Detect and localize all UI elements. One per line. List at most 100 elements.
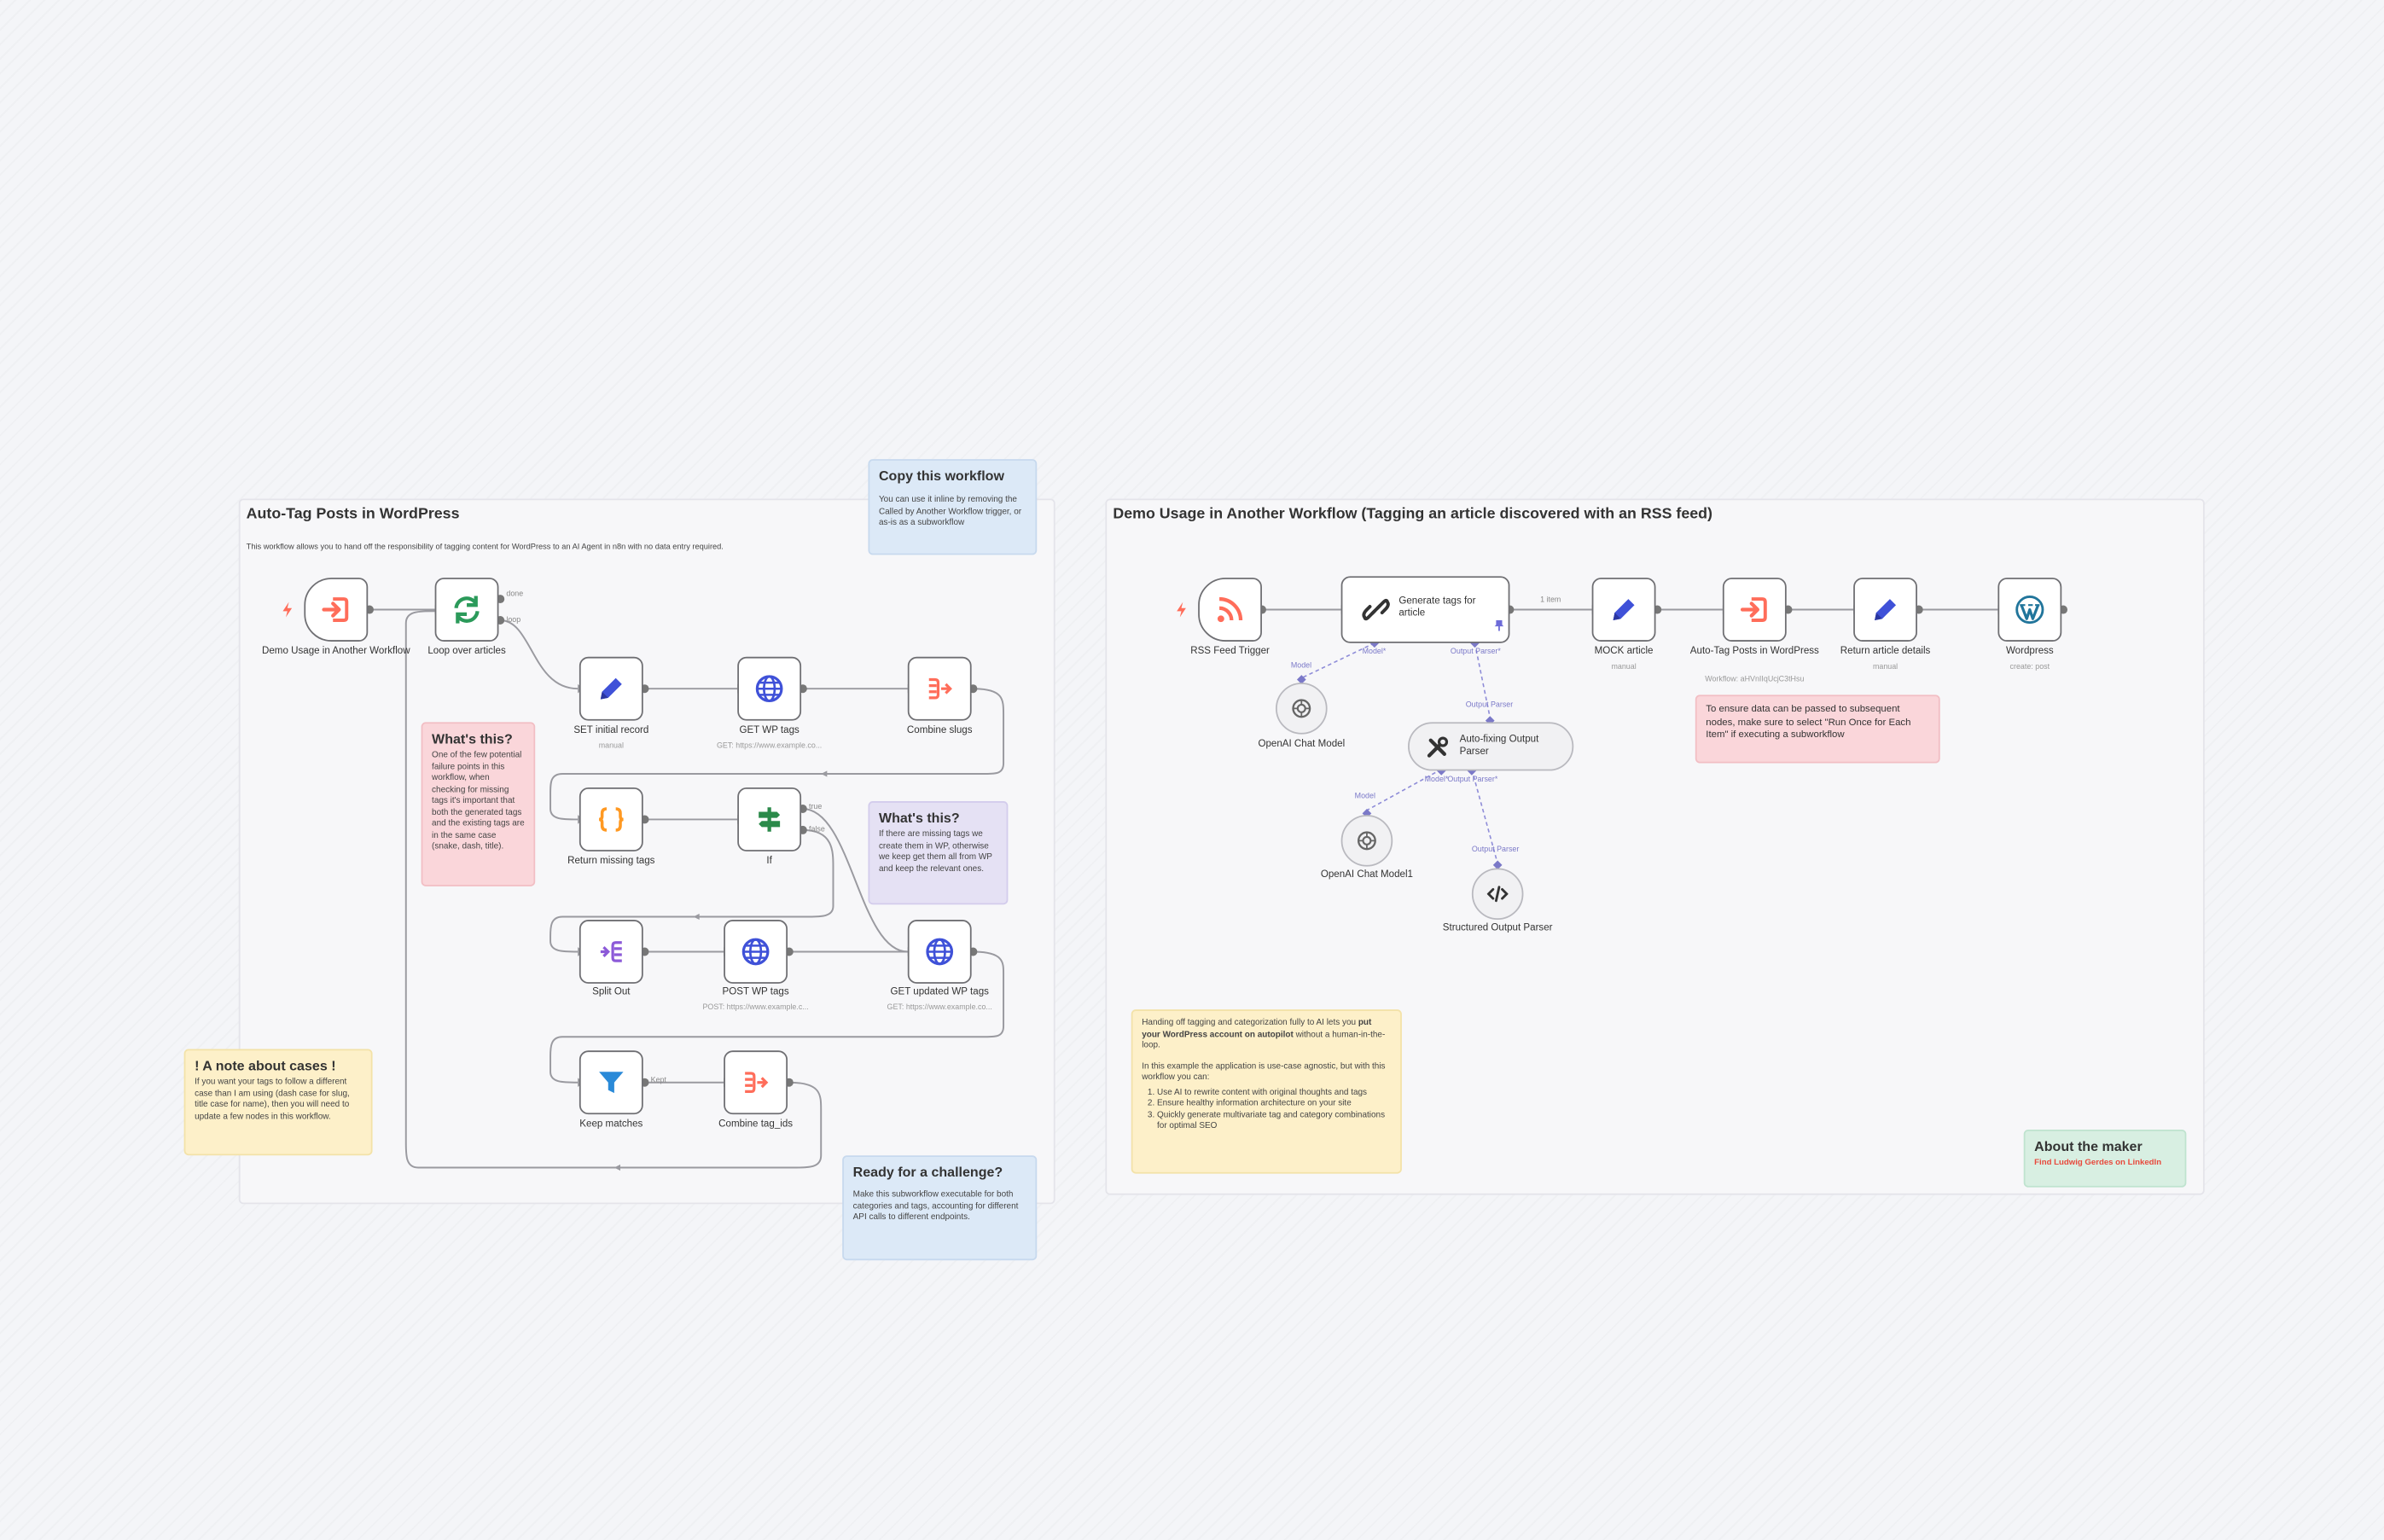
node-set-initial-sub: manual [598,741,624,752]
note-whats-this-2: What's this? If there are missing tags w… [868,801,1009,905]
node-combine-slugs-label: Combine slugs [906,724,973,736]
note-cases-title: ! A note about cases ! [195,1058,336,1074]
wire-if-true [802,807,908,953]
wire-autofix-model [1366,768,1442,811]
node-keep-matches-label: Keep matches [579,1119,643,1130]
note-cases-body: If you want your tags to follow a differ… [195,1078,350,1122]
filter-icon [581,1052,642,1113]
if-port-true: true [808,802,823,812]
note-handoff-item: Quickly generate multivariate tag and ca… [1157,1111,1391,1134]
node-return-missing-tags[interactable] [579,787,643,851]
model2-port-label: Model [1354,792,1375,802]
structured-port-label: Output Parser [1471,845,1520,855]
node-structured-output-parser[interactable] [1471,868,1524,921]
node-get-updated-wp-tags[interactable] [907,920,972,984]
autofix-port-model: Model* [1424,775,1449,785]
note-maker-title: About the maker [2034,1138,2143,1154]
right-section-title: Demo Usage in Another Workflow (Tagging … [1113,506,1713,523]
node-openai-chat-model[interactable] [1276,683,1328,735]
node-auto-tag-label: Auto-Tag Posts in WordPress [1689,646,1819,657]
node-loop-over-articles[interactable] [434,578,499,642]
node-openai2-label: OpenAI Chat Model1 [1320,869,1413,880]
node-set-initial-label: SET initial record [573,724,649,736]
node-return-missing-label: Return missing tags [567,856,655,867]
trigger-bolt-icon [282,601,293,618]
node-get-wp-tags[interactable] [737,656,802,721]
wire-autofix-structured [1471,769,1498,864]
node-demo-usage-label: Demo Usage in Another Workflow [261,646,410,657]
if-branch-icon [739,789,800,850]
link-icon [1361,595,1392,633]
left-section-description: This workflow allows you to hand off the… [246,543,724,552]
note-handoff-p1: Handing off tagging and categorization f… [1142,1018,1386,1051]
note-subsequent-body: To ensure data can be passed to subseque… [1706,704,1911,741]
node-get-updated-label: GET updated WP tags [890,986,989,997]
note-copy-title: Copy this workflow [878,468,1004,484]
node-combine-tag-ids[interactable] [724,1050,788,1115]
pencil-icon [1855,579,1916,640]
note-challenge-title: Ready for a challenge? [852,1164,1003,1180]
if-port-false: false [808,825,825,835]
note-cases: ! A note about cases ! If you want your … [183,1049,373,1156]
node-split-out[interactable] [579,920,643,984]
note-whats-this-1-title: What's this? [432,731,513,747]
node-auto-tag-posts[interactable] [1722,578,1787,642]
node-post-wp-tags-sub: POST: https://www.example.c... [702,1003,809,1013]
node-rss-feed-trigger[interactable] [1198,578,1262,642]
globe-icon [725,921,786,982]
split-out-icon [581,921,642,982]
node-post-wp-tags-label: POST WP tags [722,986,789,997]
globe-icon [910,921,970,982]
node-auto-fixing-output-parser[interactable]: Auto-fixing Output Parser [1408,722,1574,771]
note-copy-workflow: Copy this workflow You can use it inline… [868,459,1038,555]
pencil-icon [1593,579,1654,640]
node-demo-usage-trigger[interactable] [304,578,369,642]
node-structured-label: Structured Output Parser [1442,922,1553,934]
note-whats-this-2-body: If there are missing tags we create them… [878,829,992,874]
node-wordpress[interactable] [1997,578,2062,642]
agent-edge-label: 1 item [1540,596,1561,606]
wordpress-icon [1999,579,2060,640]
left-section-title: Auto-Tag Posts in WordPress [246,506,460,523]
node-wordpress-label: Wordpress [2005,646,2054,657]
node-if-label: If [766,856,772,867]
loop-arrows-icon [436,579,497,640]
keep-port-kept: Kept [650,1076,667,1086]
autofix-port-output-parser-top: Output Parser [1465,700,1514,711]
agent-port-model: Model* [1362,648,1387,657]
openai-icon [1277,684,1326,733]
globe-icon [739,659,800,719]
node-combine-slugs[interactable] [907,656,972,721]
node-rss-label: RSS Feed Trigger [1190,646,1270,657]
wire-if-false [549,828,834,953]
note-handoff-item: Use AI to rewrite content with original … [1157,1088,1391,1099]
note-whats-this-1-body: One of the few potential failure points … [432,751,525,852]
code-icon [1474,869,1522,918]
note-handoff-p2: In this example the application is use-c… [1142,1061,1386,1084]
trigger-bolt-icon [1177,601,1186,618]
node-autofix-label: Auto-fixing Output Parser [1459,734,1539,758]
wire-combine-loop [404,610,823,1169]
node-openai-chat-model1[interactable] [1340,815,1393,867]
loop-port-done: done [506,590,524,600]
node-mock-label: MOCK article [1594,646,1654,657]
wire-loop-set [500,619,579,690]
note-whats-this-2-title: What's this? [878,810,960,826]
node-return-article-details[interactable] [1853,578,1917,642]
rss-icon [1200,579,1260,640]
node-keep-matches[interactable] [579,1050,643,1115]
note-challenge-body: Make this subworkflow executable for bot… [852,1190,1019,1223]
node-mock-article[interactable] [1591,578,1656,642]
agent-port-output-parser: Output Parser* [1450,648,1501,657]
note-handoff: Handing off tagging and categorization f… [1131,1009,1402,1174]
node-set-initial-record[interactable] [579,656,643,721]
node-if[interactable] [737,787,802,851]
note-maker-link[interactable]: Find Ludwig Gerdes on LinkedIn [2034,1158,2162,1168]
node-generate-tags-agent[interactable]: Generate tags for article [1340,576,1510,643]
loop-port-loop: loop [506,615,521,625]
note-whats-this-1: What's this? One of the few potential fa… [421,722,536,886]
node-get-updated-sub: GET: https://www.example.co... [887,1003,992,1013]
pencil-icon [581,659,642,719]
wire-combine-return [549,688,1005,821]
node-post-wp-tags[interactable] [724,920,788,984]
